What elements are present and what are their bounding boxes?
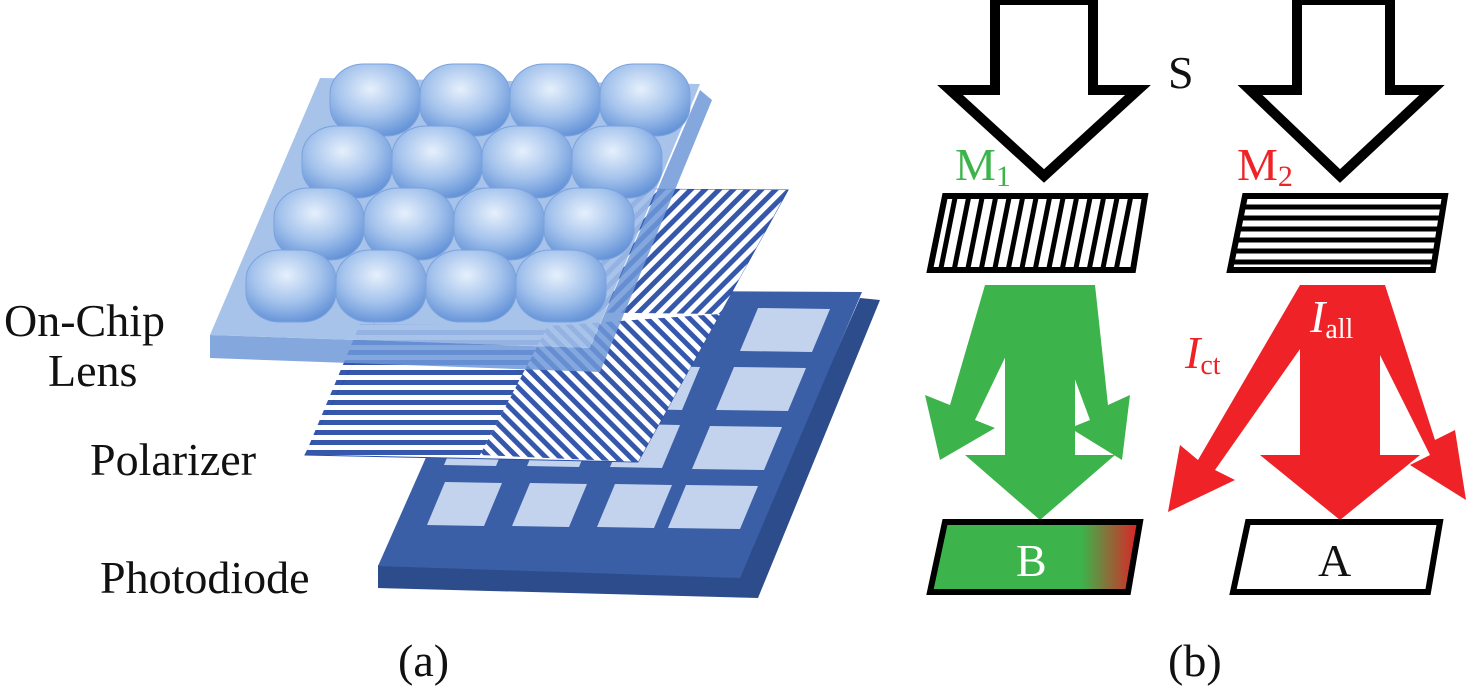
grating-line (1033, 197, 1052, 269)
panel-b: S M1 M2 Ict (925, 0, 1466, 686)
red-arrows (1168, 285, 1466, 520)
label-m2-main: M (1237, 139, 1278, 190)
lens-unit (543, 187, 635, 261)
lens-unit (419, 63, 511, 137)
incident-arrow-left (937, 0, 1151, 183)
label-m1: M1 (955, 139, 1011, 193)
grating-line (1006, 197, 1025, 269)
green-arrow-right (1040, 285, 1130, 460)
label-m2-sub: 2 (1278, 160, 1293, 193)
caption-a: (a) (398, 635, 449, 686)
lens-unit (599, 63, 691, 137)
green-arrows (925, 285, 1130, 520)
grating-line (1087, 197, 1106, 269)
lens-unit (425, 249, 517, 323)
grating-line (1060, 197, 1079, 269)
grating-line (979, 197, 998, 269)
lens-unit (571, 125, 663, 199)
grating-line (1019, 197, 1039, 269)
lens-unit (273, 187, 365, 261)
incident-arrow-right (1237, 0, 1445, 183)
lens-unit (515, 249, 607, 323)
lens-unit (329, 63, 421, 137)
lens-substrate-side (210, 90, 712, 372)
label-on-chip: On-Chip (4, 295, 165, 346)
pixel-a: A (1229, 519, 1444, 595)
label-i-all: Iall (1309, 291, 1354, 345)
label-photodiode: Photodiode (100, 552, 310, 603)
filter-m1 (926, 193, 1149, 273)
label-polarizer: Polarizer (90, 434, 256, 485)
on-chip-lens-layer (210, 63, 712, 372)
red-arrow-crosstalk (1168, 285, 1345, 512)
label-i-all-main: I (1309, 291, 1328, 342)
grating-line (1073, 197, 1093, 269)
label-m1-sub: 1 (996, 160, 1011, 193)
lens-unit (481, 125, 573, 199)
label-i-ct-sub: ct (1200, 350, 1220, 381)
grating-line (1114, 197, 1133, 269)
pixel-a-label: A (1318, 535, 1351, 586)
red-arrow-right (1345, 285, 1466, 500)
photodiode-side (378, 298, 880, 598)
filter-m2 (1226, 193, 1449, 273)
green-arrow-center (965, 285, 1115, 520)
grating-line (1100, 197, 1120, 269)
label-lens: Lens (48, 345, 137, 396)
lens-unit (245, 249, 337, 323)
pixel-b-label: B (1016, 535, 1047, 586)
label-m2: M2 (1237, 139, 1293, 193)
lens-unit (301, 125, 393, 199)
panel-a: On-Chip Lens Polarizer Photodiode (a) (4, 63, 880, 686)
label-i-all-sub: all (1325, 314, 1353, 345)
lens-unit (453, 187, 545, 261)
lens-unit (335, 249, 427, 323)
grating-line (992, 197, 1012, 269)
pixel-b: B (926, 519, 1144, 595)
lens-unit (391, 125, 483, 199)
green-arrow-left (925, 285, 1040, 460)
label-source: S (1168, 47, 1194, 98)
grating-line (938, 197, 958, 269)
caption-b: (b) (1168, 635, 1222, 686)
lens-array (245, 63, 691, 323)
lens-unit (509, 63, 601, 137)
grating-line (965, 197, 985, 269)
grating-line (952, 197, 971, 269)
label-i-ct-main: I (1184, 327, 1203, 378)
label-m1-main: M (955, 139, 996, 190)
label-i-ct: Ict (1184, 327, 1221, 381)
lens-unit (363, 187, 455, 261)
grating-line (1046, 197, 1066, 269)
